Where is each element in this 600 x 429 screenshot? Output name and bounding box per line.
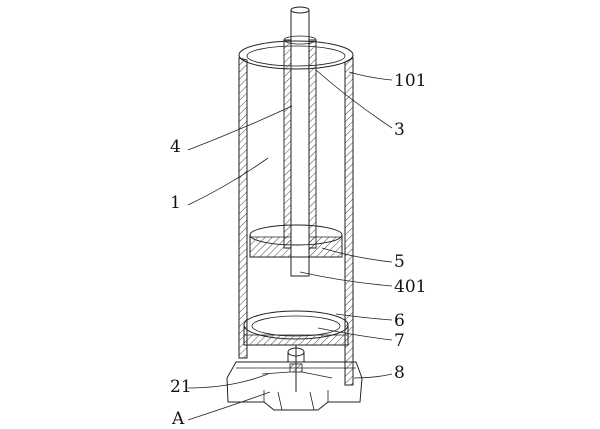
label-6: 6 xyxy=(394,311,405,331)
rod-sleeve-right xyxy=(308,39,317,249)
label-A: A xyxy=(171,409,185,429)
cylinder-top-inner-ellipse xyxy=(246,45,346,67)
leader-3 xyxy=(315,69,393,129)
outer-cylinder xyxy=(238,40,354,386)
disc-section xyxy=(243,334,349,346)
base xyxy=(226,361,363,411)
leader-6 xyxy=(335,313,393,321)
label-101: 101 xyxy=(394,71,426,91)
disc-inner-ellipse xyxy=(251,315,341,337)
cylinder-left-wall xyxy=(238,57,248,359)
rod-sleeve-top xyxy=(283,35,317,45)
label-21: 21 xyxy=(170,377,192,397)
piston-block xyxy=(249,224,343,258)
leader-A xyxy=(187,391,271,421)
leader-1 xyxy=(187,157,269,206)
leader-7 xyxy=(317,327,393,341)
label-401: 401 xyxy=(394,277,426,297)
piston-section-left xyxy=(249,236,292,258)
rod-top-ellipse xyxy=(290,6,310,14)
lower-disc xyxy=(243,310,349,346)
label-1: 1 xyxy=(170,193,181,213)
cylinder-top-outer-ellipse xyxy=(238,40,354,70)
label-8: 8 xyxy=(394,363,405,383)
shaft-assembly xyxy=(261,345,333,392)
leader-21 xyxy=(187,373,269,389)
label-4: 4 xyxy=(170,137,181,157)
label-7: 7 xyxy=(394,331,405,351)
central-rod xyxy=(283,6,317,277)
leader-lines xyxy=(187,69,393,421)
leader-101 xyxy=(348,71,393,81)
label-5: 5 xyxy=(394,252,405,272)
leader-4 xyxy=(187,105,293,151)
piston-section-right xyxy=(308,236,343,258)
leader-401 xyxy=(299,271,393,287)
reference-labels: 101 3 4 1 5 401 6 7 8 21 A xyxy=(170,71,426,429)
leader-8 xyxy=(353,373,393,379)
leader-5 xyxy=(321,247,393,263)
label-3: 3 xyxy=(394,120,405,140)
rod-sleeve-left xyxy=(283,39,292,249)
